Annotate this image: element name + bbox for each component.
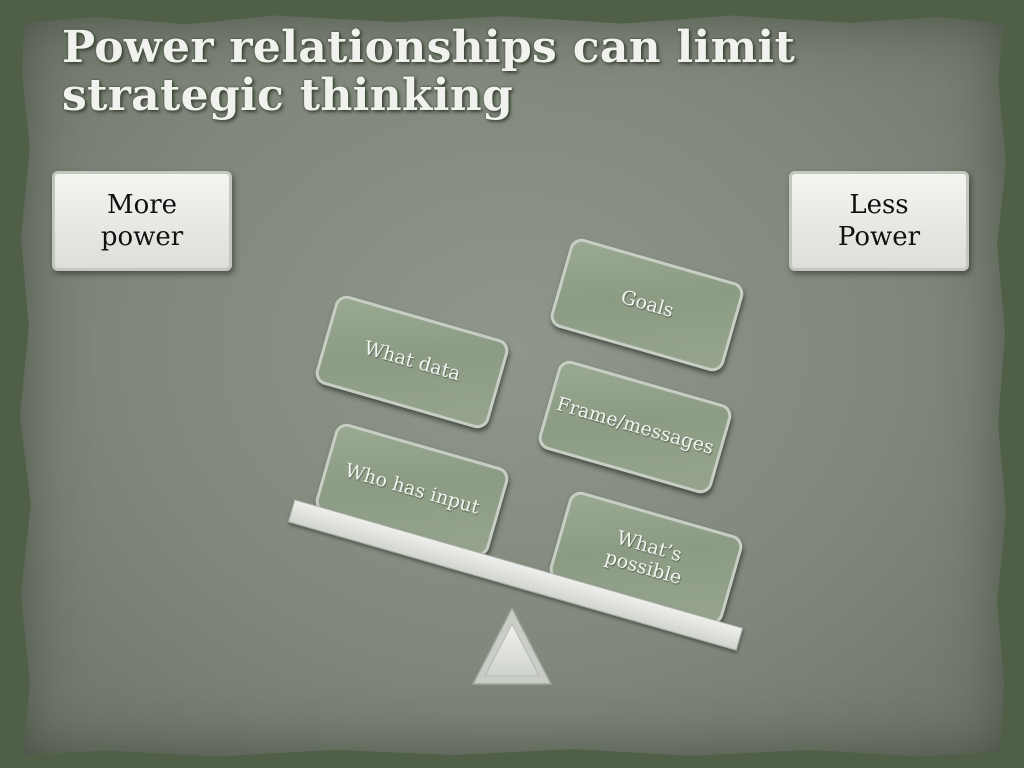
more-power-box: More power	[52, 171, 232, 271]
block-who-has-input-label: Who has input	[342, 459, 483, 519]
block-what-data-label: What data	[361, 336, 463, 386]
less-power-label: Less Power	[837, 189, 921, 253]
more-power-label: More power	[100, 189, 184, 253]
block-whats-possible-label: What’s possible	[602, 526, 685, 590]
seesaw-fulcrum	[471, 606, 553, 685]
less-power-box: Less Power	[789, 171, 969, 271]
slide-title: Power relationships can limit strategic …	[62, 22, 796, 121]
block-frame-messages-label: Frame/messages	[554, 393, 717, 460]
block-goals-label: Goals	[618, 286, 677, 323]
